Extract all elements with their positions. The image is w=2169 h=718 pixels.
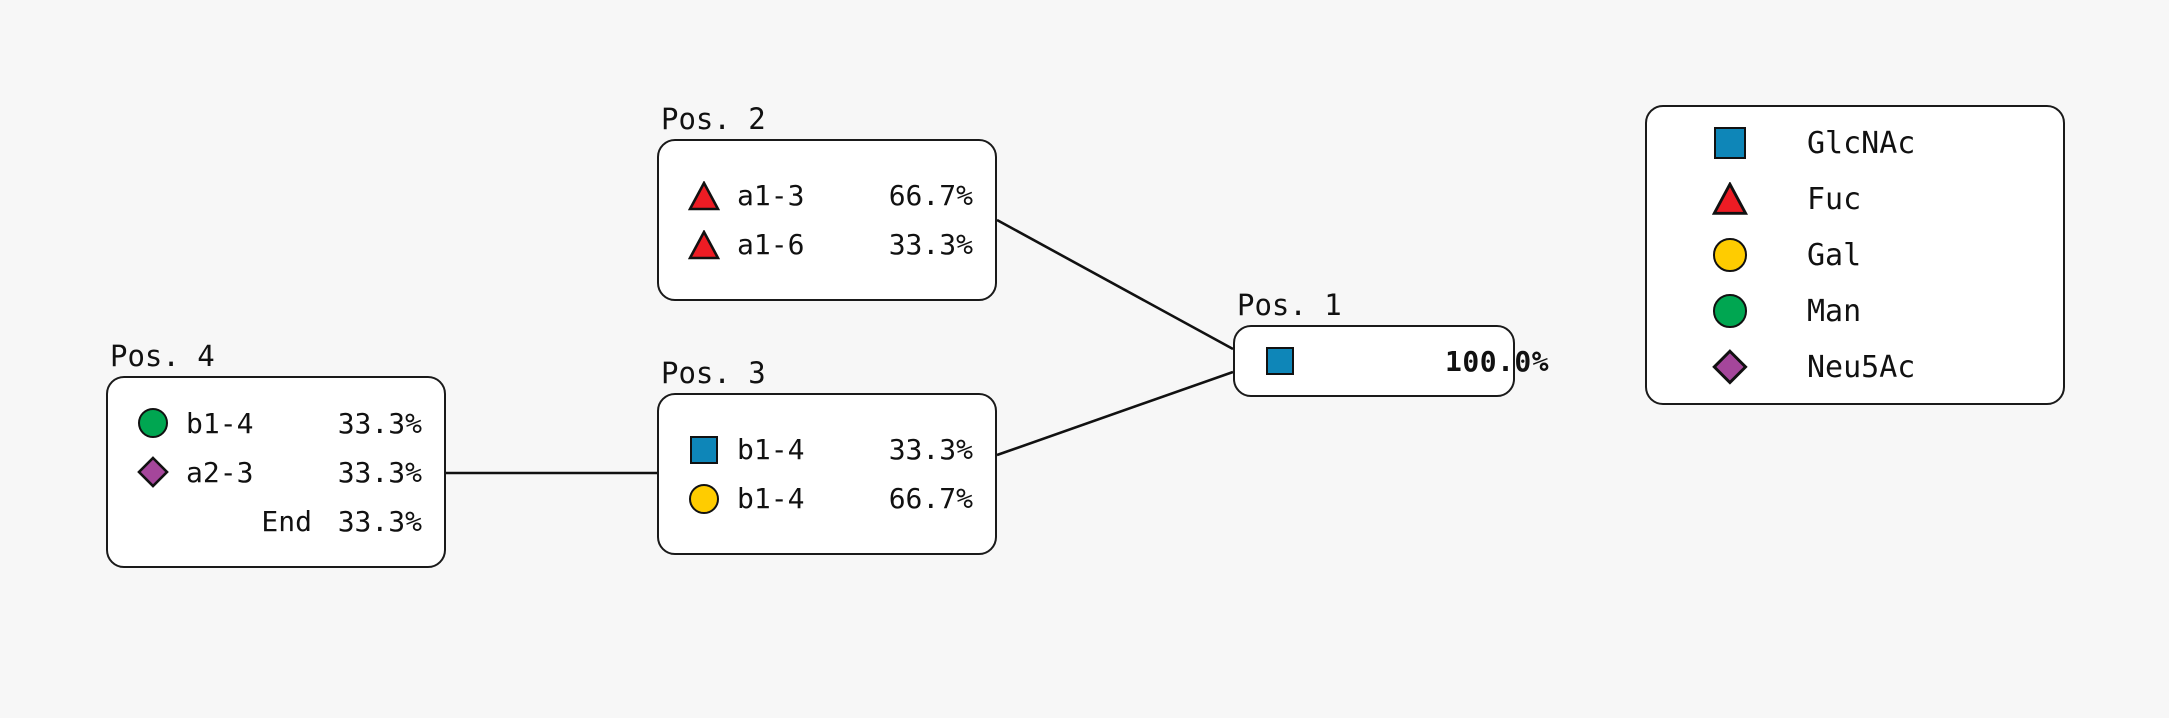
position-node-rows: a1-3 66.7% a1-6 33.3% — [659, 171, 995, 269]
position-node-title: Pos. 2 — [661, 102, 766, 136]
legend-item-label: Neu5Ac — [1807, 349, 1916, 385]
residue-row[interactable]: a2-3 33.3% — [108, 448, 444, 497]
residue-row[interactable]: 100.0% — [1235, 337, 1549, 386]
edge-pos2-pos1 — [996, 218, 1234, 351]
residue-percent-value: 33.3% — [337, 455, 422, 489]
residue-percent-value: 100.0% — [1445, 344, 1550, 378]
position-node-title: Pos. 4 — [110, 339, 215, 373]
position-node-pos2[interactable]: Pos. 2 a1-3 66.7% a1-6 33.3% — [657, 105, 997, 301]
legend-glyph-cell — [1705, 349, 1755, 385]
legend-item-label: Gal — [1807, 237, 1862, 273]
residue-glyph-cell — [130, 456, 176, 488]
legend-glyph-cell — [1705, 294, 1755, 328]
residue-row[interactable]: End 33.3% — [108, 497, 444, 546]
position-node-rows: b1-4 33.3% b1-4 66.7% — [659, 425, 995, 523]
residue-linkage-label: b1-4 — [186, 406, 254, 440]
residue-percent-value: 33.3% — [888, 228, 973, 261]
residue-row[interactable]: b1-4 33.3% — [108, 399, 444, 448]
legend-glyph-cell — [1705, 127, 1755, 159]
residue-row[interactable]: a1-6 33.3% — [659, 220, 995, 269]
residue-circle-icon — [138, 408, 168, 438]
residue-linkage-label: b1-4 — [737, 482, 805, 515]
glcnac-square-icon — [1714, 127, 1746, 159]
residue-linkage-label: a1-6 — [737, 228, 805, 261]
residue-glyph-cell — [130, 408, 176, 438]
position-node-rows: b1-4 33.3% a2-3 33.3% End 33.3% — [108, 399, 444, 546]
residue-glyph-cell — [681, 435, 727, 464]
legend-item-glcnac[interactable]: GlcNAc — [1647, 115, 2063, 171]
legend-glyph-cell — [1705, 238, 1755, 272]
residue-glyph-cell — [681, 483, 727, 514]
edge-pos3-pos1 — [996, 370, 1234, 457]
residue-row[interactable]: b1-4 33.3% — [659, 425, 995, 474]
residue-circle-icon — [1713, 294, 1747, 328]
legend-item-label: Man — [1807, 293, 1862, 329]
position-node-pos4[interactable]: Pos. 4 b1-4 33.3% a2-3 33.3% End 33.3% — [106, 342, 446, 568]
residue-linkage-label: b1-4 — [737, 433, 805, 466]
residue-circle-icon — [689, 483, 719, 514]
residue-row[interactable]: a1-3 66.7% — [659, 171, 995, 220]
residue-percent-value: 66.7% — [888, 482, 973, 515]
legend-item-neu5ac[interactable]: Neu5Ac — [1647, 339, 2063, 395]
position-node-pos1[interactable]: Pos. 1 100.0% — [1233, 291, 1549, 397]
legend-item-gal[interactable]: Gal — [1647, 227, 2063, 283]
legend-glyph-cell — [1705, 182, 1755, 216]
position-node-title: Pos. 3 — [661, 356, 766, 390]
residue-glyph-cell — [1257, 347, 1303, 375]
legend-item-man[interactable]: Man — [1647, 283, 2063, 339]
residue-row[interactable]: b1-4 66.7% — [659, 474, 995, 523]
legend-item-label: Fuc — [1807, 181, 1862, 217]
residue-percent-value: 33.3% — [888, 433, 973, 466]
residue-percent-value: 33.3% — [337, 504, 422, 538]
residue-percent-value: 33.3% — [337, 406, 422, 440]
glcnac-square-icon — [1266, 347, 1294, 375]
residue-percent-value: 66.7% — [888, 179, 973, 212]
residue-glyph-cell — [681, 229, 727, 260]
neu5ac-diamond-icon — [137, 456, 169, 488]
residue-glyph-cell — [130, 507, 176, 535]
residue-linkage-label: a1-3 — [737, 179, 805, 212]
fuc-triangle-icon — [688, 229, 720, 259]
neu5ac-diamond-icon — [1712, 349, 1748, 385]
position-node-title: Pos. 1 — [1237, 288, 1342, 322]
residue-circle-icon — [1713, 238, 1747, 272]
residue-linkage-label: End — [261, 504, 312, 538]
fuc-triangle-icon — [1712, 182, 1748, 216]
residue-glyph-cell — [681, 180, 727, 211]
fuc-triangle-icon — [688, 180, 720, 210]
position-node-pos3[interactable]: Pos. 3 b1-4 33.3% b1-4 66.7% — [657, 359, 997, 555]
legend-item-label: GlcNAc — [1807, 125, 1916, 161]
position-node-rows: 100.0% — [1235, 337, 1549, 386]
legend-item-fuc[interactable]: Fuc — [1647, 171, 2063, 227]
residue-linkage-label: a2-3 — [186, 455, 254, 489]
glcnac-square-icon — [690, 435, 718, 464]
